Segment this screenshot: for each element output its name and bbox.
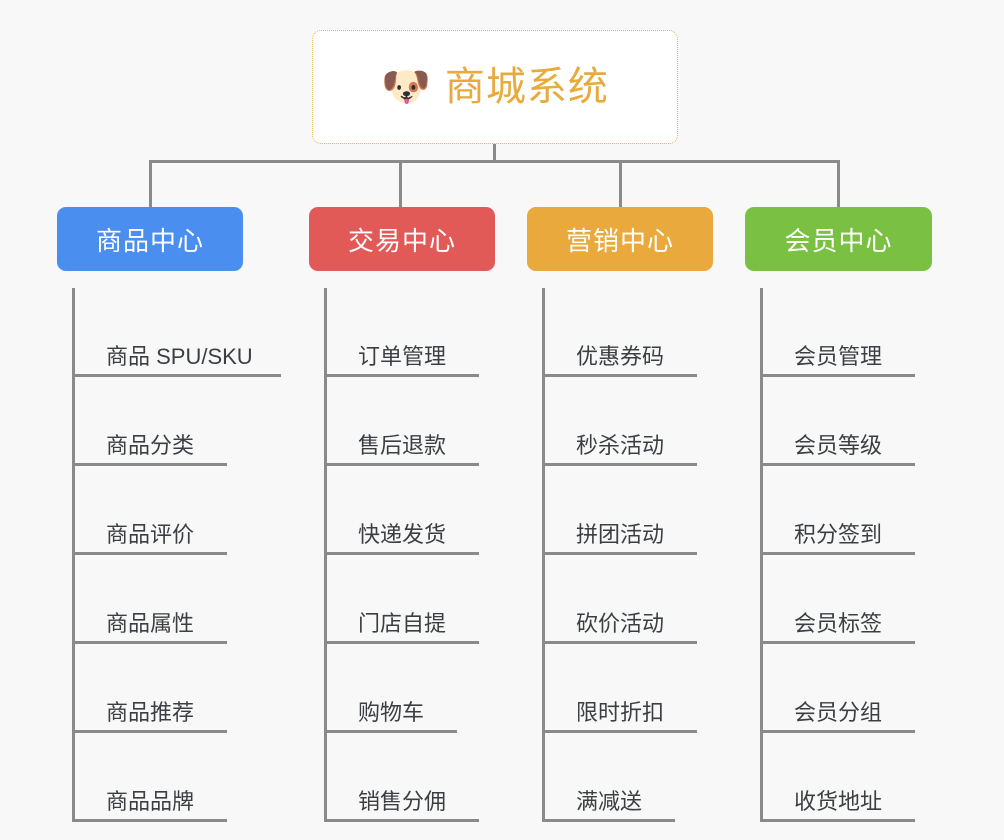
leaf-label: 商品属性 xyxy=(106,611,195,636)
leaf-label: 销售分佣 xyxy=(358,789,447,814)
list-item[interactable]: 购物车 xyxy=(327,644,495,733)
leaf-list-3: 优惠券码 秒杀活动 拼团活动 砍价活动 限时折扣 满减送 xyxy=(542,288,713,822)
leaf-label: 会员分组 xyxy=(794,700,883,725)
list-item[interactable]: 门店自提 xyxy=(327,555,495,644)
leaf-underline xyxy=(763,819,915,822)
leaf-label: 拼团活动 xyxy=(576,522,665,547)
leaf-label: 砍价活动 xyxy=(576,611,665,636)
leaf-label: 商品 SPU/SKU xyxy=(106,344,253,369)
leaf-list-1: 商品 SPU/SKU 商品分类 商品评价 商品属性 商品推荐 商品品牌 xyxy=(72,288,281,822)
leaf-underline xyxy=(327,819,479,822)
leaf-label: 收货地址 xyxy=(794,789,883,814)
leaf-underline xyxy=(75,641,227,644)
list-item[interactable]: 快递发货 xyxy=(327,466,495,555)
leaf-list-2: 订单管理 售后退款 快递发货 门店自提 购物车 销售分佣 xyxy=(324,288,495,822)
list-item[interactable]: 销售分佣 xyxy=(327,733,495,822)
branch-header-2[interactable]: 交易中心 xyxy=(309,207,495,271)
leaf-underline xyxy=(763,641,915,644)
list-item[interactable]: 会员等级 xyxy=(763,377,932,466)
leaf-underline xyxy=(545,374,697,377)
branch-product-center: 商品中心 商品 SPU/SKU 商品分类 商品评价 商品属性 商品推荐 xyxy=(57,207,281,822)
leaf-label: 会员等级 xyxy=(794,433,883,458)
leaf-label: 售后退款 xyxy=(358,433,447,458)
list-item[interactable]: 商品 SPU/SKU xyxy=(75,288,281,377)
leaf-label: 快递发货 xyxy=(358,522,447,547)
leaf-label: 门店自提 xyxy=(358,611,447,636)
branch-header-3[interactable]: 营销中心 xyxy=(527,207,713,271)
connector-drop-2 xyxy=(399,160,402,208)
leaf-underline xyxy=(763,463,915,466)
leaf-underline xyxy=(327,463,479,466)
list-item[interactable]: 砍价活动 xyxy=(545,555,713,644)
leaf-underline xyxy=(327,730,457,733)
list-item[interactable]: 商品品牌 xyxy=(75,733,243,822)
root-node[interactable]: 🐶 商城系统 xyxy=(312,30,678,144)
leaf-label: 订单管理 xyxy=(358,344,447,369)
leaf-label: 商品分类 xyxy=(106,433,195,458)
leaf-underline xyxy=(327,552,479,555)
list-item[interactable]: 满减送 xyxy=(545,733,713,822)
leaf-underline xyxy=(545,463,697,466)
leaf-label: 会员管理 xyxy=(794,344,883,369)
leaf-label: 优惠券码 xyxy=(576,344,665,369)
root-title: 商城系统 xyxy=(444,65,609,109)
leaf-underline xyxy=(763,552,915,555)
branch-member-center: 会员中心 会员管理 会员等级 积分签到 会员标签 会员分组 xyxy=(745,207,932,822)
leaf-label: 满减送 xyxy=(576,789,643,814)
list-item[interactable]: 售后退款 xyxy=(327,377,495,466)
leaf-underline xyxy=(327,641,479,644)
branch-header-4[interactable]: 会员中心 xyxy=(745,207,932,271)
branch-header-1[interactable]: 商品中心 xyxy=(57,207,243,271)
list-item[interactable]: 商品属性 xyxy=(75,555,243,644)
leaf-underline xyxy=(75,552,227,555)
leaf-label: 积分签到 xyxy=(794,522,883,547)
list-item[interactable]: 积分签到 xyxy=(763,466,932,555)
leaf-label: 购物车 xyxy=(358,700,425,725)
list-item[interactable]: 商品分类 xyxy=(75,377,243,466)
list-item[interactable]: 优惠券码 xyxy=(545,288,713,377)
leaf-label: 商品评价 xyxy=(106,522,195,547)
list-item[interactable]: 商品推荐 xyxy=(75,644,243,733)
connector-drop-3 xyxy=(619,160,622,208)
leaf-label: 限时折扣 xyxy=(576,700,665,725)
leaf-label: 会员标签 xyxy=(794,611,883,636)
leaf-label: 秒杀活动 xyxy=(576,433,665,458)
leaf-underline xyxy=(75,819,227,822)
leaf-underline xyxy=(75,463,227,466)
shiba-dog-face-icon: 🐶 xyxy=(381,65,431,109)
leaf-underline xyxy=(75,374,281,377)
leaf-underline xyxy=(327,374,479,377)
list-item[interactable]: 会员分组 xyxy=(763,644,932,733)
leaf-underline xyxy=(545,819,675,822)
leaf-label: 商品品牌 xyxy=(106,789,195,814)
leaf-underline xyxy=(763,374,915,377)
connector-horizontal-bus xyxy=(149,160,838,163)
connector-drop-4 xyxy=(837,160,840,208)
list-item[interactable]: 秒杀活动 xyxy=(545,377,713,466)
connector-root-stem xyxy=(493,144,496,162)
branch-trade-center: 交易中心 订单管理 售后退款 快递发货 门店自提 购物车 xyxy=(309,207,495,822)
list-item[interactable]: 订单管理 xyxy=(327,288,495,377)
leaf-underline xyxy=(545,641,697,644)
list-item[interactable]: 拼团活动 xyxy=(545,466,713,555)
list-item[interactable]: 限时折扣 xyxy=(545,644,713,733)
branch-marketing-center: 营销中心 优惠券码 秒杀活动 拼团活动 砍价活动 限时折扣 xyxy=(527,207,713,822)
list-item[interactable]: 会员管理 xyxy=(763,288,932,377)
list-item[interactable]: 收货地址 xyxy=(763,733,932,822)
leaf-label: 商品推荐 xyxy=(106,700,195,725)
list-item[interactable]: 会员标签 xyxy=(763,555,932,644)
leaf-underline xyxy=(545,730,697,733)
leaf-list-4: 会员管理 会员等级 积分签到 会员标签 会员分组 收货地址 xyxy=(760,288,932,822)
leaf-underline xyxy=(545,552,697,555)
leaf-underline xyxy=(75,730,227,733)
list-item[interactable]: 商品评价 xyxy=(75,466,243,555)
leaf-underline xyxy=(763,730,915,733)
connector-drop-1 xyxy=(149,160,152,208)
